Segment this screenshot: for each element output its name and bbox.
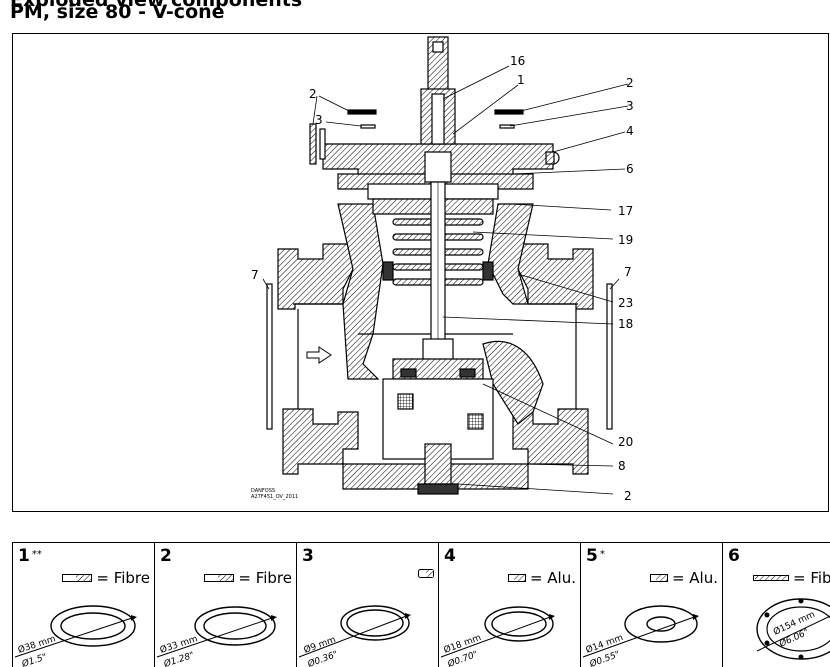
- part-cell-1: 1** = Fibre Ø38 mm Ø1.5": [13, 543, 155, 667]
- flange-gasket-drawing: Ø154 mm Ø6.06": [756, 598, 830, 660]
- callout-7-right: 7: [624, 265, 632, 279]
- valve-sectional-drawing: 16 1 2 2 3 3 4 6 17 19 7 7 23 18 20 8 2 …: [251, 36, 634, 503]
- callout-16: 16: [510, 54, 525, 68]
- part-number: 3: [302, 546, 314, 566]
- callout-7-left: 7: [251, 268, 259, 282]
- fibre-symbol-icon: [62, 574, 93, 582]
- part-cell-5: 5* = Alu. Ø14 mm Ø0.55": [581, 543, 723, 667]
- part-number: 6: [728, 546, 740, 566]
- callout-1: 1: [517, 73, 525, 87]
- part-number: 2: [160, 546, 172, 566]
- leader-lines: [262, 65, 629, 495]
- part-number: 1**: [18, 546, 42, 566]
- part-cell-4: 4 = Alu. Ø18 mm Ø0.70": [439, 543, 581, 667]
- callout-2-bottom: 2: [624, 489, 632, 503]
- sectional-drawing-frame: 16 1 2 2 3 3 4 6 17 19 7 7 23 18 20 8 2 …: [12, 33, 829, 512]
- parts-table: 1** = Fibre Ø38 mm Ø1.5" 2 = Fibre Ø33 m…: [12, 542, 830, 667]
- aluminium-symbol-icon: [649, 574, 668, 582]
- gasket-ring-drawing: Ø18 mm Ø0.70": [440, 606, 555, 667]
- gasket-ring-drawing: Ø14 mm Ø0.55": [582, 605, 699, 667]
- part-number: 5*: [586, 546, 605, 566]
- part-cell-3: 3 Ø9 mm Ø0.36": [297, 543, 439, 667]
- callout-4: 4: [626, 124, 634, 138]
- aluminium-symbol-icon: [507, 574, 526, 582]
- loose-parts: [266, 109, 613, 430]
- fibre-symbol-icon: [753, 575, 789, 581]
- callout-3-left: 3: [315, 113, 323, 127]
- v-cone-and-seat: [382, 358, 494, 495]
- fibre-symbol-icon: [204, 574, 235, 582]
- callout-2-right: 2: [626, 76, 634, 90]
- callout-20: 20: [618, 435, 633, 449]
- callout-8: 8: [618, 459, 626, 473]
- callout-2-left: 2: [309, 87, 317, 101]
- material-legend: = Fibre: [204, 569, 292, 587]
- flow-arrow: [306, 346, 332, 364]
- seal-symbol-icon: [418, 569, 434, 578]
- callout-3-right: 3: [626, 99, 634, 113]
- footnote-mark: *: [599, 549, 605, 560]
- callout-18: 18: [618, 317, 633, 331]
- dimension-mm: Ø38 mm: [17, 633, 57, 655]
- part-cell-6: 6 = Fibre Ø154 mm Ø6.06": [723, 543, 830, 667]
- material-legend: = Fibre: [62, 569, 150, 587]
- part-cell-2: 2 = Fibre Ø33 mm Ø1.28": [155, 543, 297, 667]
- callout-23: 23: [618, 296, 633, 310]
- part-number: 4: [444, 546, 456, 566]
- material-legend: [418, 569, 434, 578]
- footnote-mark: **: [31, 549, 42, 560]
- material-legend: = Fibre: [753, 569, 830, 587]
- callout-labels: 16 1 2 2 3 3 4 6 17 19 7 7 23 18 20 8 2 …: [251, 54, 634, 503]
- gasket-ring-drawing: Ø33 mm Ø1.28": [156, 606, 277, 667]
- callout-19: 19: [618, 233, 633, 247]
- material-legend: = Alu.: [507, 569, 576, 587]
- watermark-code: A27F451_OV_2011: [251, 494, 298, 500]
- gasket-ring-drawing: Ø9 mm Ø0.36": [298, 605, 411, 667]
- callout-17: 17: [618, 204, 633, 218]
- material-legend: = Alu.: [649, 569, 718, 587]
- page-title-overflow: Exploded view components: [10, 0, 303, 11]
- gasket-ring-drawing: Ø38 mm Ø1.5": [14, 605, 137, 667]
- page-title: PM, size 80 - V-cone: [10, 1, 225, 23]
- callout-6: 6: [626, 162, 634, 176]
- watermark-brand: DANFOSS: [251, 488, 275, 494]
